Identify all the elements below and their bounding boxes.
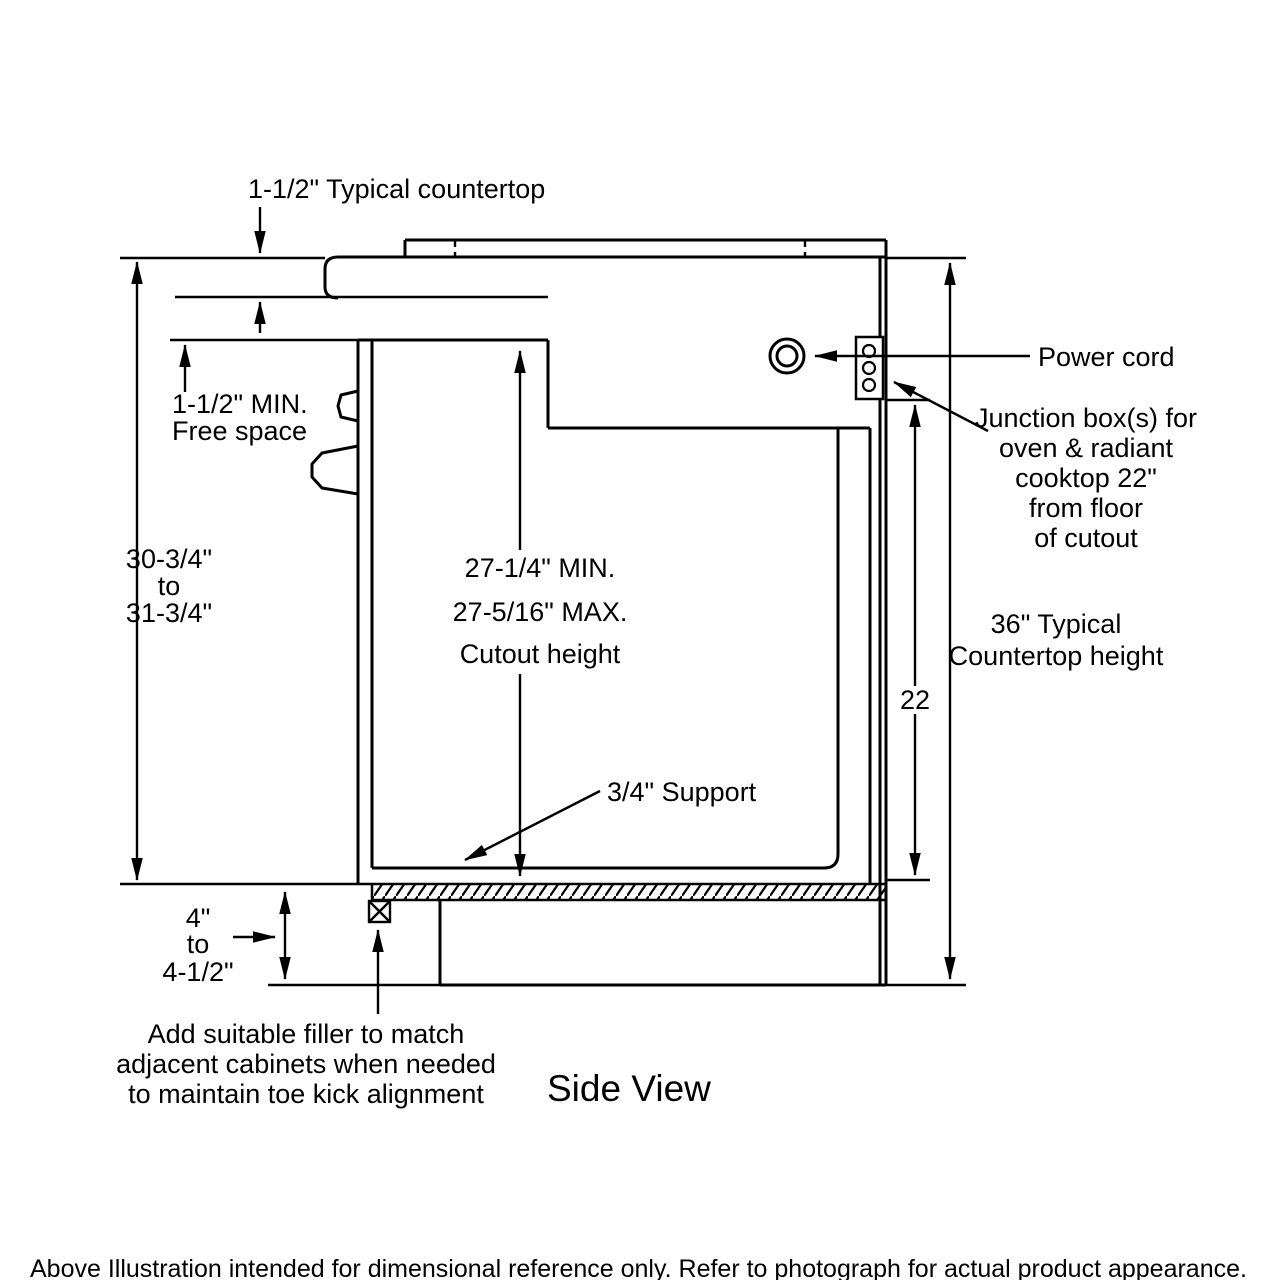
free-space-label-line2: Free space xyxy=(172,416,307,446)
junction-box-label-line4: from floor xyxy=(1029,493,1143,523)
power-cord-grommet xyxy=(768,337,806,375)
countertop-height-label-line1: 36" Typical xyxy=(991,609,1122,639)
filler-note-line2: adjacent cabinets when needed xyxy=(116,1049,496,1079)
countertop-thickness-label: 1-1/2" Typical countertop xyxy=(248,174,545,204)
overall-height-label-line1: 30-3/4" xyxy=(126,544,212,574)
range-top-and-shelf xyxy=(358,338,872,884)
junction-offset-label: 22 xyxy=(900,685,930,715)
door-handle xyxy=(310,444,359,496)
filler-note-line1: Add suitable filler to match xyxy=(148,1019,465,1049)
cabinet-and-range-linework xyxy=(175,238,888,987)
toe-kick-label-line3: 4-1/2" xyxy=(162,957,233,987)
junction-offset-text-backing xyxy=(898,686,932,714)
junction-box-label-line1: Junction box(s) for xyxy=(975,403,1197,433)
cutout-text-backing xyxy=(443,550,643,674)
toe-kick-label-line2: to xyxy=(187,929,210,959)
cutout-height-label-line3: Cutout height xyxy=(460,639,621,669)
junction-box xyxy=(854,335,885,401)
footer-disclaimer: Above Illustration intended for dimensio… xyxy=(30,1255,1247,1280)
countertop-bullnose xyxy=(323,255,339,300)
diagram-labels: 1-1/2" Typical countertop 1-1/2" MIN. Fr… xyxy=(30,174,1247,1280)
free-space-label-line1: 1-1/2" MIN. xyxy=(172,389,308,419)
dimension-lines xyxy=(120,207,1030,1014)
overall-height-label-line2: to xyxy=(158,571,181,601)
junction-box-label-line2: oven & radiant xyxy=(999,433,1174,463)
cutout-height-label-line2: 27-5/16" MAX. xyxy=(453,597,628,627)
support-label: 3/4" Support xyxy=(607,777,757,807)
junction-box-label-line5: of cutout xyxy=(1034,523,1138,553)
support-board-hatched xyxy=(370,882,888,902)
control-panel-tab xyxy=(336,389,359,423)
junction-box-label-line3: cooktop 22" xyxy=(1015,463,1157,493)
range-front-face xyxy=(356,340,374,884)
filler-note-line3: to maintain toe kick alignment xyxy=(128,1079,484,1109)
junction-box-leader xyxy=(893,380,989,433)
cutout-cavity-outline xyxy=(372,428,840,870)
cooktop-outline xyxy=(403,238,886,257)
power-cord-label: Power cord xyxy=(1038,342,1175,372)
extension-lines xyxy=(120,256,966,987)
toe-kick-label-line1: 4" xyxy=(186,903,211,933)
countertop-height-label-line2: Countertop height xyxy=(949,641,1164,671)
support-leader xyxy=(464,789,601,862)
cutout-height-label-line1: 27-1/4" MIN. xyxy=(465,553,616,583)
overall-height-label-line3: 31-3/4" xyxy=(126,598,212,628)
diagram-title: Side View xyxy=(547,1068,711,1109)
filler-block xyxy=(367,899,392,924)
